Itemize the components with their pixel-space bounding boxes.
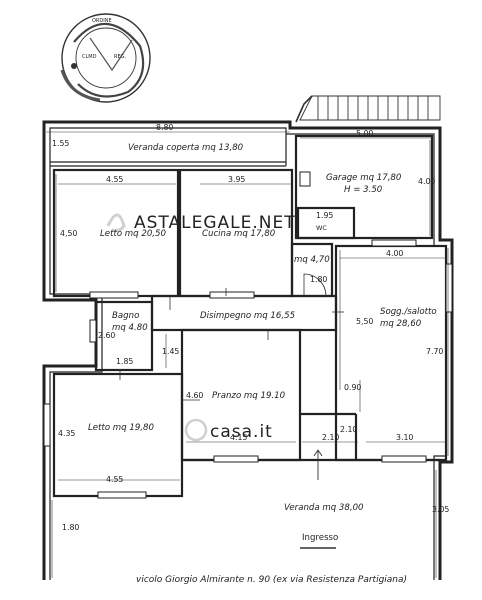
watermark-casa: casa.it bbox=[184, 418, 273, 442]
dim-label-4-50: 4,50 bbox=[60, 229, 77, 238]
staircase bbox=[295, 95, 441, 123]
stamp-seal-icon: ORDINE CLMD REG. bbox=[60, 13, 151, 103]
dim-label-1-55: 1.55 bbox=[52, 139, 69, 148]
windows bbox=[43, 171, 453, 499]
dim-label-2-10-h: 2.10 bbox=[322, 433, 339, 442]
dim-label-1-80: 1.80 bbox=[62, 523, 79, 532]
dim-label-1-95: 1.95 bbox=[316, 211, 333, 220]
dim-label-8-80: 8.80 bbox=[156, 123, 173, 132]
entrance-arrow-icon bbox=[300, 449, 336, 549]
room-label-pranzo: Pranzo mq 19.10 bbox=[212, 391, 286, 401]
room-label-veranda: Veranda mq 38,00 bbox=[284, 503, 364, 513]
room-label-soggiorno-area: mq 28,60 bbox=[380, 319, 422, 329]
dim-label-4-55-bottom: 4.55 bbox=[106, 475, 123, 484]
room-label-disimpegno: Disimpegno mq 16,55 bbox=[200, 311, 295, 321]
dimension-lines bbox=[46, 131, 449, 578]
svg-text:REG.: REG. bbox=[114, 54, 127, 60]
dim-label-2-60: 2.60 bbox=[98, 331, 115, 340]
room-label-veranda-coperta: Veranda coperta mq 13,80 bbox=[128, 143, 244, 153]
dim-label-1-85: 1.85 bbox=[116, 357, 133, 366]
door-openings bbox=[119, 273, 344, 401]
room-label-wc-area: mq 4,70 bbox=[294, 255, 330, 265]
room-label-soggiorno: Sogg./salotto bbox=[380, 307, 437, 317]
dim-label-4-15: 4.15 bbox=[230, 433, 247, 442]
dim-label-3-10: 3.10 bbox=[396, 433, 413, 442]
watermark-astalegale-text: ASTALEGALE.NET bbox=[134, 213, 296, 233]
dim-label-3-95: 3.95 bbox=[228, 175, 245, 184]
address-caption: vicolo Giorgio Almirante n. 90 (ex via R… bbox=[136, 575, 407, 585]
dim-label-4-35: 4.35 bbox=[58, 429, 75, 438]
svg-text:CLMD: CLMD bbox=[82, 54, 97, 60]
dim-label-2-10-v: 2.10 bbox=[340, 425, 357, 434]
dim-label-5-00: 5.00 bbox=[356, 129, 373, 138]
room-label-cucina: Cucina mq 17,80 bbox=[202, 229, 276, 239]
dim-label-3-05: 3.05 bbox=[432, 505, 449, 514]
room-label-letto-2: Letto mq 19,80 bbox=[88, 423, 154, 433]
dim-label-0-90: 0.90 bbox=[344, 383, 361, 392]
veranda-coperta-band bbox=[50, 134, 287, 167]
watermark-astalegale: ASTALEGALE.NET bbox=[106, 213, 296, 233]
room-label-ingresso: Ingresso bbox=[302, 533, 338, 543]
dim-label-7-70: 7.70 bbox=[426, 347, 443, 356]
room-label-letto-1: Letto mq 20,50 bbox=[100, 229, 166, 239]
outer-walls bbox=[42, 120, 454, 580]
dim-label-1-80-wc: 1.80 bbox=[310, 275, 327, 284]
dim-label-4-00-garage: 4.00 bbox=[418, 177, 435, 186]
dim-label-5-50: 5,50 bbox=[356, 317, 373, 326]
dim-label-4-00-sogg: 4.00 bbox=[386, 249, 403, 258]
room-label-wc: WC bbox=[316, 224, 327, 232]
room-label-garage: Garage mq 17,80 bbox=[326, 173, 402, 183]
room-label-garage-height: H = 3.50 bbox=[344, 185, 383, 195]
dim-label-4-55-top: 4.55 bbox=[106, 175, 123, 184]
dim-label-4-60: 4.60 bbox=[186, 391, 203, 400]
svg-text:ORDINE: ORDINE bbox=[92, 18, 112, 24]
room-label-bagno: Bagno bbox=[112, 311, 139, 321]
dim-label-1-45: 1.45 bbox=[162, 347, 179, 356]
watermark-casa-text: casa.it bbox=[210, 422, 273, 442]
room-label-bagno-area: mq 4.80 bbox=[112, 323, 148, 333]
